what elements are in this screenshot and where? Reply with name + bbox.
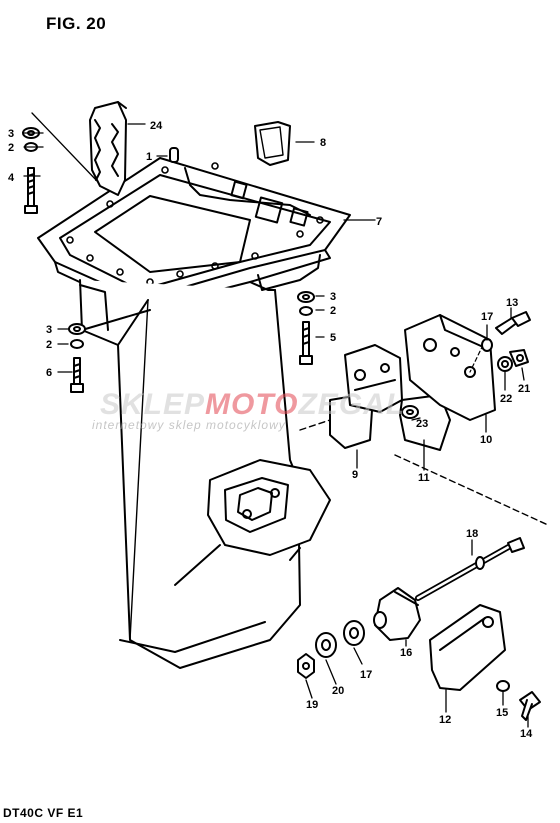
callout-9: 9 [352, 469, 358, 481]
callout-21: 21 [518, 383, 530, 395]
callout-24: 24 [150, 120, 163, 132]
callout-8: 8 [320, 137, 326, 149]
callout-6: 6 [46, 367, 52, 379]
part-8-cover-plate [254, 121, 291, 166]
callout-10: 10 [480, 434, 492, 446]
callout-14: 14 [520, 728, 533, 740]
callout-3-right: 3 [330, 291, 336, 303]
callout-2-upper-left: 2 [8, 142, 14, 154]
figure-title: FIG. 20 [46, 14, 107, 33]
lower-mount-washers [297, 620, 365, 679]
callout-11: 11 [418, 472, 430, 484]
lower-cover-fasteners [496, 680, 541, 721]
watermark-brand-part1: SKLEP [100, 388, 206, 421]
watermark-brand-part2: MOTO [205, 388, 299, 421]
callout-5: 5 [330, 332, 336, 344]
right-fastener-stack [297, 291, 315, 365]
callout-1: 1 [146, 151, 152, 163]
part-24-rubber-seal [89, 101, 127, 196]
callout-7: 7 [376, 216, 382, 228]
upper-mount-assembly [299, 314, 549, 526]
callout-17-lower: 17 [360, 669, 372, 681]
part-12-mount-cover [429, 604, 506, 691]
callout-22: 22 [500, 393, 512, 405]
upper-mount-fasteners [481, 311, 531, 372]
callout-3-upper-left: 3 [8, 128, 14, 140]
callout-17-upper: 17 [481, 311, 493, 323]
callout-12: 12 [439, 714, 451, 726]
left-upper-fastener-stack [22, 127, 40, 214]
model-code: DT40C VF E1 [3, 806, 84, 820]
callout-20: 20 [332, 685, 344, 697]
callout-labels: 24 3 2 4 1 8 7 3 2 5 3 2 6 13 17 22 21 2… [8, 120, 533, 740]
callout-15: 15 [496, 707, 508, 719]
watermark-tagline: internetowy sklep motocyklowy [92, 418, 286, 432]
callout-16: 16 [400, 647, 412, 659]
callout-19: 19 [306, 699, 318, 711]
callout-2-right: 2 [330, 305, 336, 317]
part-18-through-bolt [415, 537, 525, 601]
callout-3-lower-left: 3 [46, 324, 52, 336]
part-1-dowel-pin [169, 147, 179, 163]
left-lower-fastener-stack [68, 323, 86, 393]
watermark-brand-part3: ZEGAL [298, 388, 406, 421]
callout-18: 18 [466, 528, 478, 540]
part-16-rubber-mount [373, 587, 421, 641]
watermark-brand: SKLEPMOTOZEGAL [100, 388, 405, 422]
callout-13: 13 [506, 297, 518, 309]
leader-lines [23, 112, 529, 728]
callout-23: 23 [416, 418, 428, 430]
callout-2-lower-left: 2 [46, 339, 52, 351]
callout-4: 4 [8, 172, 15, 184]
